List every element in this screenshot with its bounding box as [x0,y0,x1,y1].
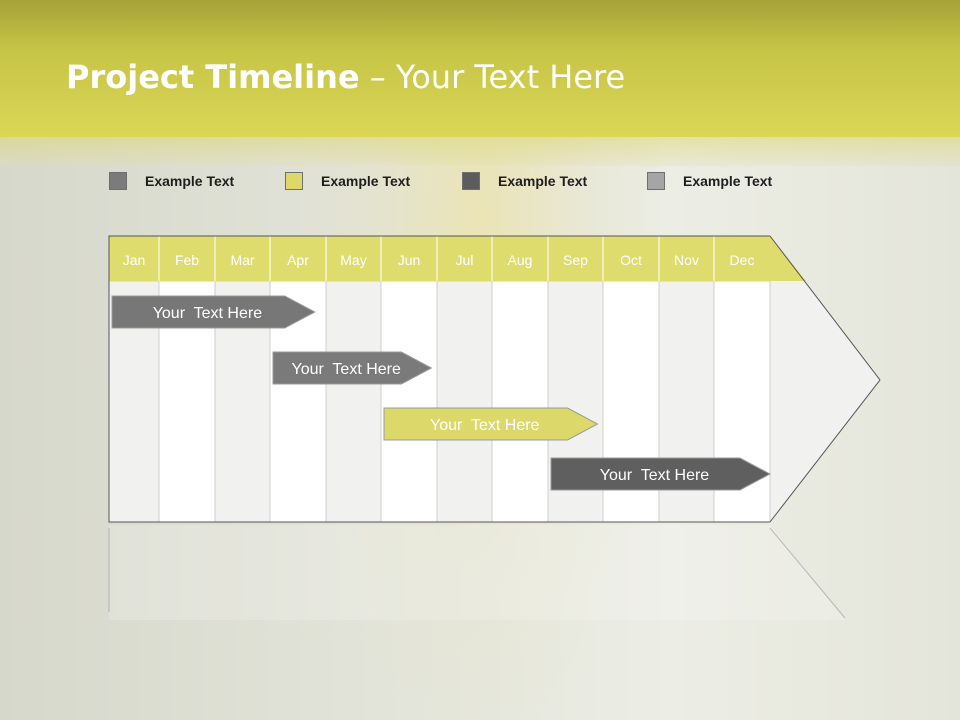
legend-swatch [647,172,665,190]
task-bar-label-3: Your Text Here [430,417,540,434]
month-label-may: May [340,252,366,268]
legend-swatch [462,172,480,190]
month-label-aug: Aug [508,252,533,268]
legend-swatch [285,172,303,190]
task-bar-1 [111,295,316,329]
month-label-sep: Sep [563,252,588,268]
timeline-frame-outline [108,235,770,523]
timeline-reflection [109,525,845,620]
header-strip [0,137,960,166]
month-label-jun: Jun [398,252,421,268]
header-band [0,0,960,137]
month-label-oct: Oct [620,252,642,268]
month-label-apr: Apr [287,252,309,268]
task-bar-label-2: Your Text Here [291,361,401,378]
reflection-edge-right [769,527,846,619]
task-bar-label-1: Your Text Here [153,305,263,322]
month-column [325,280,382,523]
legend-label: Example Text [321,173,411,189]
month-column [436,280,493,523]
task-bar-2 [272,351,433,385]
legend-item-3: Example Text [462,171,587,191]
timeline-arrow-outline [769,235,881,523]
month-label-dec: Dec [730,252,755,268]
month-column [491,280,549,523]
month-column [380,280,438,523]
title-rest: – Your Text Here [359,58,626,96]
month-label-jan: Jan [123,252,146,268]
legend-item-1: Example Text [109,171,234,191]
month-label-jul: Jul [456,252,474,268]
month-header-band [109,236,806,281]
task-bar-label-4: Your Text Here [600,467,710,484]
legend-label: Example Text [498,173,588,189]
legend-swatch [109,172,127,190]
task-bar-3 [383,407,599,441]
month-label-nov: Nov [674,252,699,268]
legend-item-4: Example Text [647,171,772,191]
legend-label: Example Text [683,173,773,189]
task-bar-4 [550,457,772,491]
title-bold: Project Timeline [66,58,360,96]
legend-item-2: Example Text [285,171,410,191]
slide-title: Project Timeline – Your Text Here [66,58,625,96]
month-label-feb: Feb [175,252,199,268]
month-label-mar: Mar [230,252,254,268]
legend-label: Example Text [145,173,235,189]
